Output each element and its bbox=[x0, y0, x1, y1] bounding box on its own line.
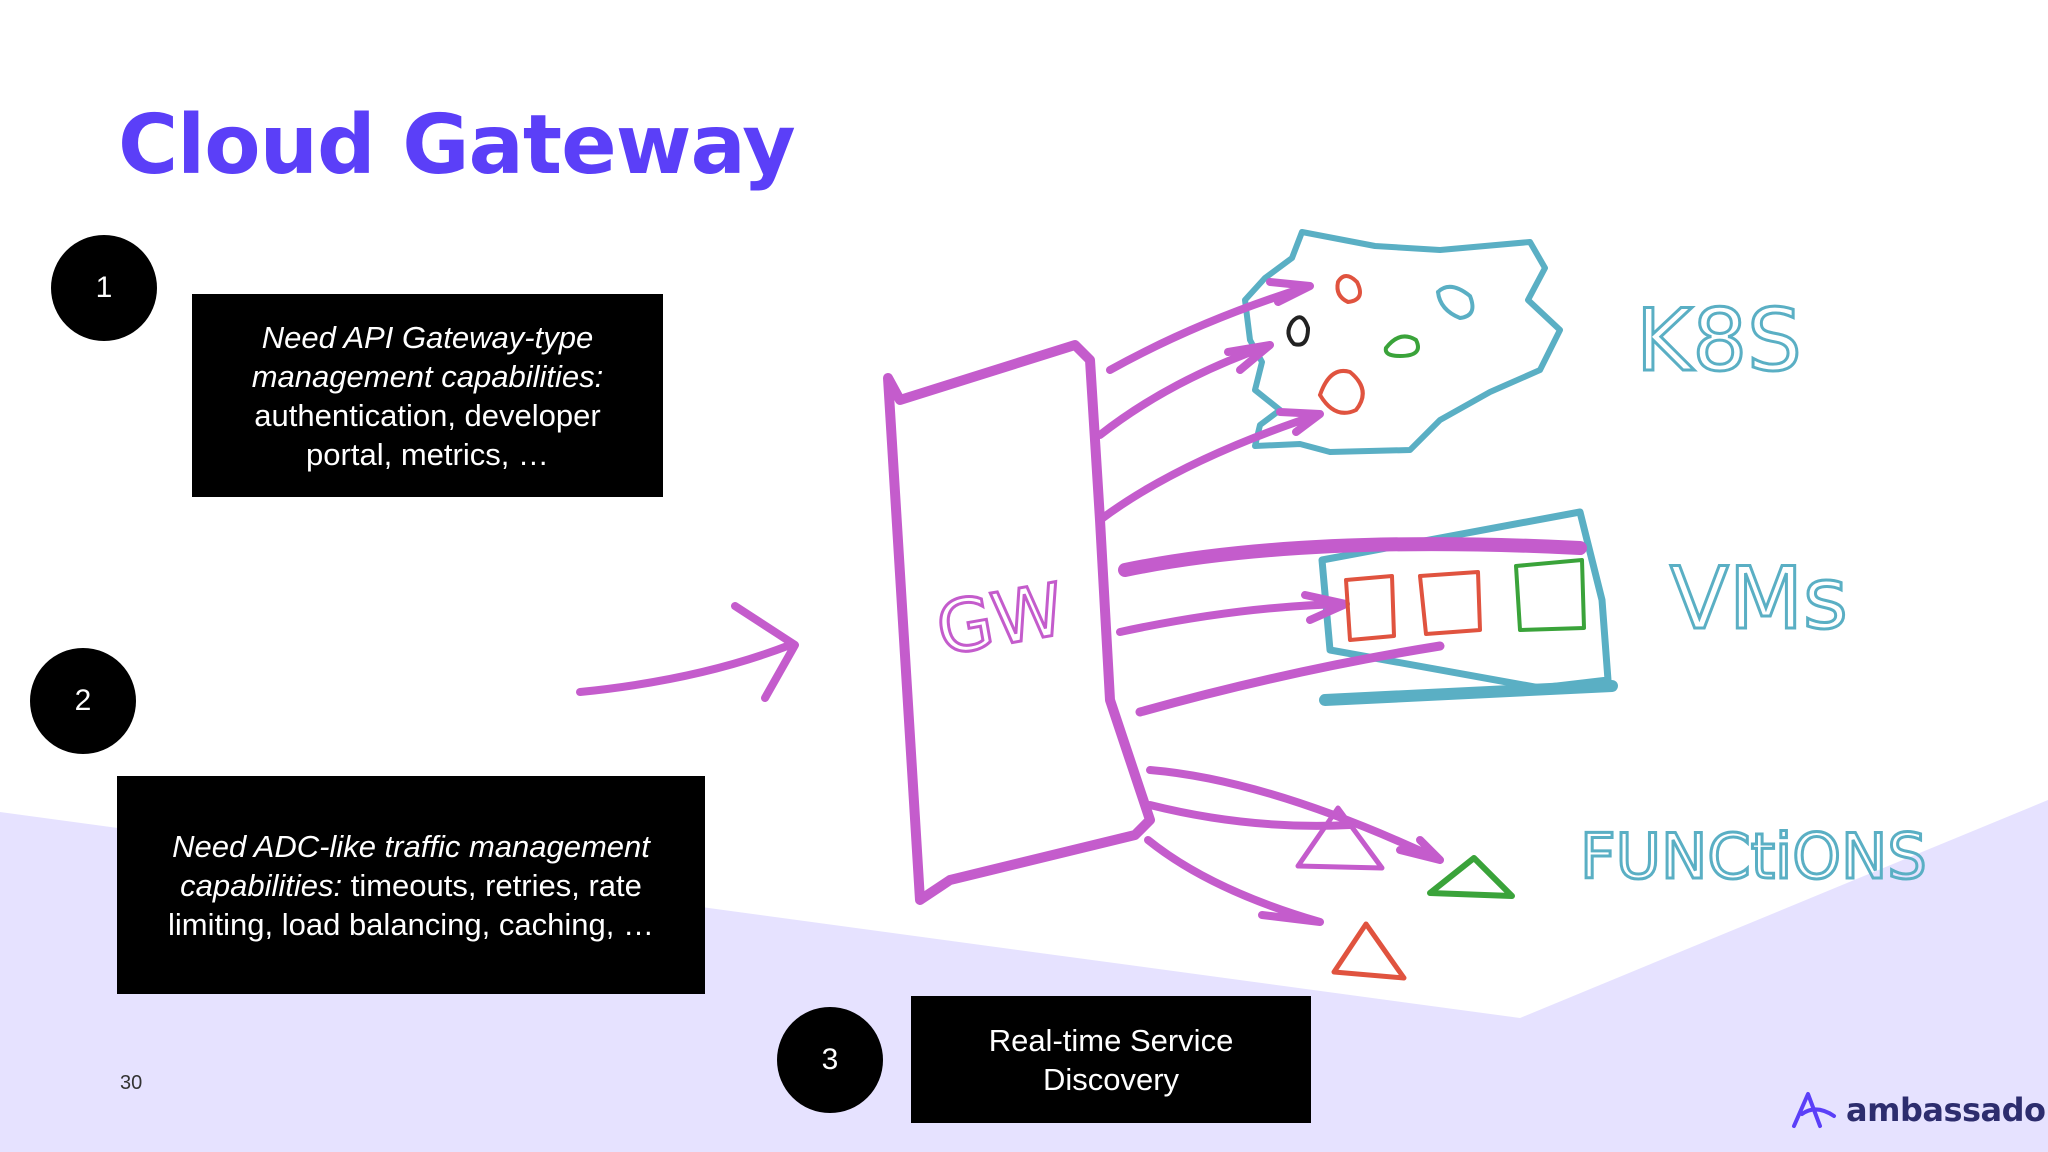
callout-2-line-3: limiting, load balancing, caching, … bbox=[168, 906, 654, 942]
vm-box-green bbox=[1514, 558, 1586, 632]
k8s-pod-black bbox=[1286, 315, 1310, 347]
function-triangle-purple bbox=[1295, 805, 1385, 871]
page-number: 30 bbox=[120, 1072, 143, 1094]
ambassador-logo-icon bbox=[1792, 1092, 1836, 1128]
k8s-pod-green bbox=[1383, 334, 1420, 358]
functions-arrow-3 bbox=[1144, 836, 1324, 926]
function-triangle-green bbox=[1427, 855, 1515, 899]
ambassador-logo: ambassador bbox=[1790, 1090, 2048, 1130]
incoming-arrow bbox=[576, 602, 799, 702]
k8s-arrow-2 bbox=[1096, 341, 1274, 439]
step-badge-1: 1 bbox=[51, 235, 157, 341]
callout-1-line-4: portal, metrics, … bbox=[306, 436, 549, 472]
step-badge-3: 3 bbox=[777, 1007, 883, 1113]
callout-2-line-2-plain: timeouts, retries, rate bbox=[342, 867, 642, 903]
callout-adc-traffic: Need ADC-like traffic management capabil… bbox=[117, 776, 705, 994]
step-badge-2: 2 bbox=[30, 648, 136, 754]
k8s-cloud-shape bbox=[1242, 229, 1563, 455]
vms-label: VMs bbox=[1670, 549, 1848, 649]
vm-box-red-2 bbox=[1418, 570, 1482, 636]
vms-box-shape bbox=[1318, 508, 1612, 692]
callout-1-line-2: management capabilities: bbox=[251, 358, 604, 394]
callout-2-line-1: Need ADC-like traffic management bbox=[172, 828, 650, 864]
k8s-pod-blue bbox=[1436, 284, 1475, 320]
callout-2-line-2: capabilities: timeouts, retries, rate bbox=[117, 866, 705, 905]
callout-3-line-2: Discovery bbox=[1042, 1061, 1180, 1097]
slide-title: Cloud Gateway bbox=[118, 98, 796, 193]
k8s-pod-red-1 bbox=[1335, 274, 1362, 304]
vm-box-red-1 bbox=[1344, 574, 1396, 642]
k8s-pod-red-2 bbox=[1318, 369, 1365, 415]
vms-arrow-1 bbox=[1118, 537, 1587, 577]
callout-1-line-3: authentication, developer bbox=[254, 397, 601, 433]
callout-api-gateway: Need API Gateway-type management capabil… bbox=[192, 294, 663, 497]
callout-2-line-2-italic: capabilities: bbox=[180, 867, 343, 903]
vms-arrow-2 bbox=[1116, 591, 1350, 636]
k8s-arrow-3 bbox=[1096, 408, 1324, 524]
vms-arrow-3 bbox=[1135, 641, 1445, 717]
callout-service-discovery: Real-time Service Discovery bbox=[911, 996, 1311, 1123]
gateway-label: GW bbox=[930, 567, 1070, 672]
callout-1-line-1: Need API Gateway-type bbox=[261, 319, 594, 355]
functions-label: FUNCtiONS bbox=[1580, 820, 1927, 893]
k8s-arrow-1 bbox=[1106, 278, 1314, 374]
callout-3-line-1: Real-time Service bbox=[988, 1022, 1234, 1058]
vms-box-base bbox=[1319, 680, 1618, 706]
gateway-body bbox=[883, 340, 1155, 905]
function-triangle-red bbox=[1331, 921, 1407, 981]
functions-arrow-1 bbox=[1146, 766, 1444, 864]
k8s-label: K8S bbox=[1636, 291, 1802, 391]
logo-text: ambassador bbox=[1846, 1091, 2048, 1129]
